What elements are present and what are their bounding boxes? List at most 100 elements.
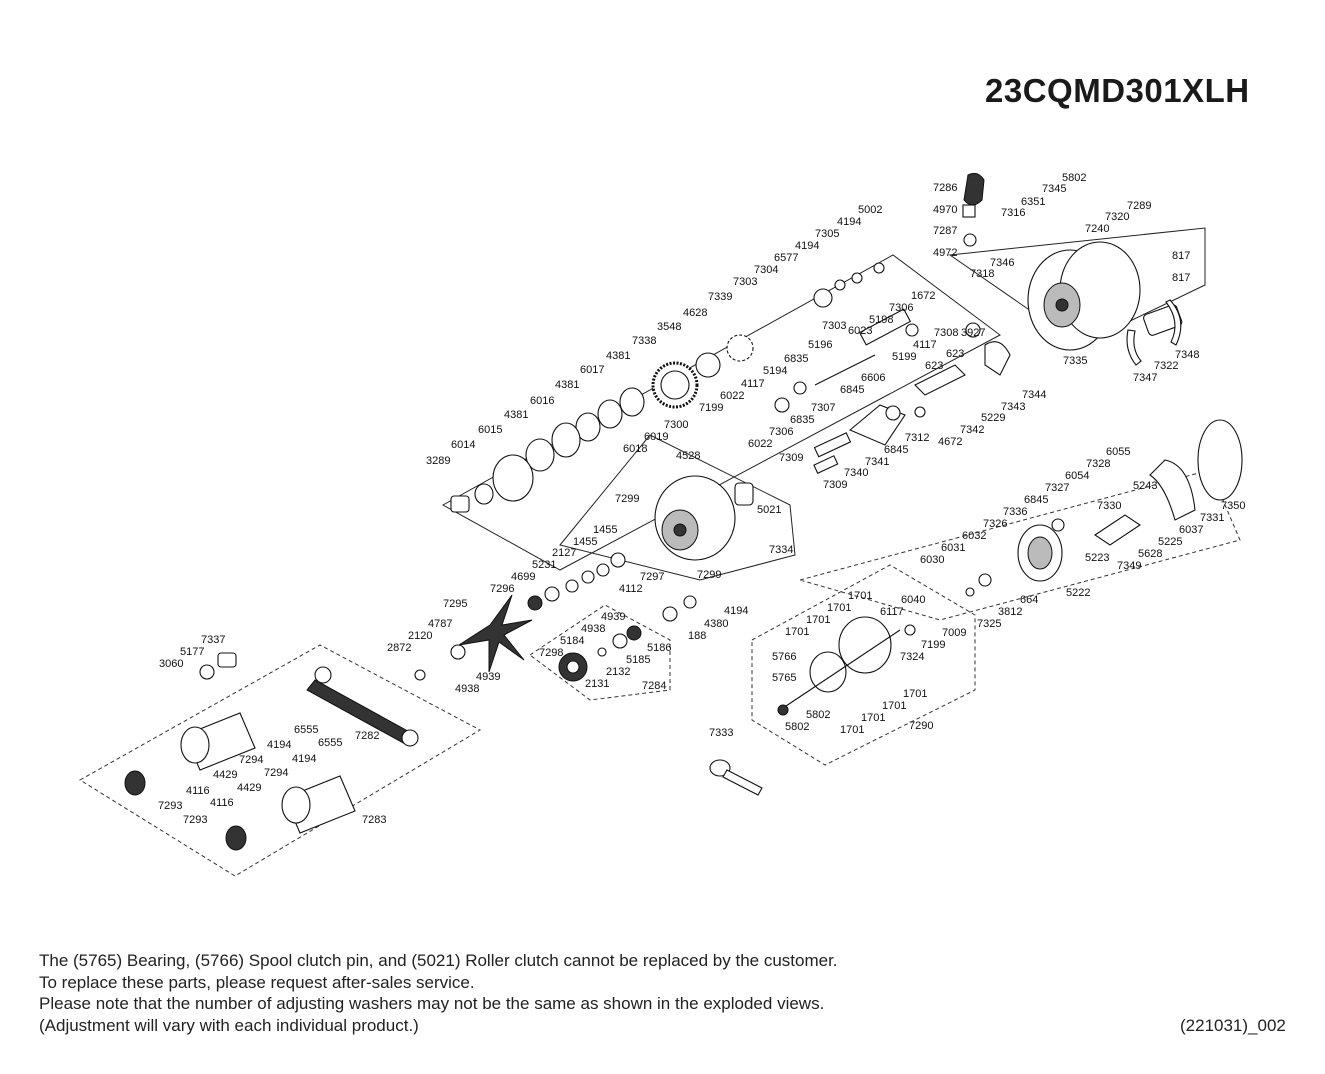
part-label: 4939 xyxy=(476,671,500,683)
part-label: 1701 xyxy=(785,626,809,638)
part-label: 4970 xyxy=(933,204,957,216)
part-label: 7344 xyxy=(1022,389,1046,401)
part-label: 4194 xyxy=(267,739,291,751)
note-line: (Adjustment will vary with each individu… xyxy=(39,1015,419,1035)
part-label: 5199 xyxy=(892,351,916,363)
part-label: 4672 xyxy=(938,436,962,448)
part-label: 6845 xyxy=(840,384,864,396)
part-label: 7328 xyxy=(1086,458,1110,470)
part-label: 7293 xyxy=(158,800,182,812)
part-label: 4429 xyxy=(213,769,237,781)
part-label: 4972 xyxy=(933,247,957,259)
part-label: 6835 xyxy=(784,353,808,365)
part-labels: 7286 4970 7287 4972 5802 7345 6351 7316 … xyxy=(158,172,1245,826)
part-label: 6117 xyxy=(880,606,904,618)
part-label: 3812 xyxy=(998,606,1022,618)
part-label: 6022 xyxy=(720,390,744,402)
part-label: 7347 xyxy=(1133,372,1157,384)
part-label: 7306 xyxy=(769,426,793,438)
part-label: 1701 xyxy=(882,700,906,712)
part-label: 4429 xyxy=(237,782,261,794)
part-label: 5766 xyxy=(772,651,796,663)
part-label: 5223 xyxy=(1085,552,1109,564)
part-label: 7295 xyxy=(443,598,467,610)
exploded-parts-diagram: 7286 4970 7287 4972 5802 7345 6351 7316 … xyxy=(79,172,1245,877)
part-label: 5194 xyxy=(763,365,787,377)
part-label: 5196 xyxy=(808,339,832,351)
part-label: 4787 xyxy=(428,618,452,630)
part-label: 5229 xyxy=(981,412,1005,424)
part-label: 7309 xyxy=(779,452,803,464)
part-label: 2127 xyxy=(552,547,576,559)
part-label: 4112 xyxy=(619,583,643,595)
part-label: 6054 xyxy=(1065,470,1089,482)
part-label: 817 xyxy=(1172,272,1190,284)
drag-washers xyxy=(813,262,885,308)
part-label: 4116 xyxy=(186,785,210,797)
part-label: 5186 xyxy=(647,642,671,654)
notes-block: The (5765) Bearing, (5766) Spool clutch … xyxy=(39,950,838,1036)
part-label: 6014 xyxy=(451,439,475,451)
part-label: 7199 xyxy=(921,639,945,651)
part-label: 5177 xyxy=(180,646,204,658)
part-label: 7335 xyxy=(1063,355,1087,367)
part-label: 4699 xyxy=(511,571,535,583)
part-label: 4117 xyxy=(913,339,937,351)
part-label: 6040 xyxy=(901,594,925,606)
part-label: 4381 xyxy=(555,379,579,391)
part-label: 5002 xyxy=(858,204,882,216)
part-label: 6022 xyxy=(748,438,772,450)
part-label: 4628 xyxy=(683,307,707,319)
part-label: 7284 xyxy=(642,680,666,692)
part-label: 4117 xyxy=(741,378,765,390)
document-code: (221031)_002 xyxy=(1180,1016,1286,1035)
part-label: 7340 xyxy=(844,467,868,479)
part-label: 7325 xyxy=(977,618,1001,630)
part-label: 7324 xyxy=(900,651,924,663)
part-label: 7309 xyxy=(823,479,847,491)
part-label: 7333 xyxy=(709,727,733,739)
part-label: 2120 xyxy=(408,630,432,642)
part-label: 7306 xyxy=(889,302,913,314)
part-label: 7327 xyxy=(1045,482,1069,494)
sideplate-group-outline xyxy=(798,469,1241,621)
part-label: 3927 xyxy=(961,327,985,339)
part-label: 4938 xyxy=(455,683,479,695)
bearing-stack xyxy=(527,552,697,622)
part-label: 6555 xyxy=(318,737,342,749)
part-label: 7304 xyxy=(754,264,778,276)
part-label: 7346 xyxy=(990,257,1014,269)
part-label: 7294 xyxy=(264,767,288,779)
part-label: 7348 xyxy=(1175,349,1199,361)
part-label: 4194 xyxy=(724,605,748,617)
part-label: 5243 xyxy=(1133,480,1157,492)
part-label: 6018 xyxy=(623,443,647,455)
part-label: 7339 xyxy=(708,291,732,303)
part-label: 6031 xyxy=(941,542,965,554)
part-label: 6845 xyxy=(884,444,908,456)
part-label: 6030 xyxy=(920,554,944,566)
part-label: 7337 xyxy=(201,634,225,646)
part-label: 7322 xyxy=(1154,360,1178,372)
clutch-cover-group-outline xyxy=(559,434,796,581)
part-label: 5198 xyxy=(869,314,893,326)
part-label: 5222 xyxy=(1066,587,1090,599)
parts-drawings xyxy=(124,172,1243,851)
part-label: 6017 xyxy=(580,364,604,376)
part-label: 7199 xyxy=(699,402,723,414)
part-label: 4381 xyxy=(504,409,528,421)
part-label: 5021 xyxy=(757,504,781,516)
part-label: 7293 xyxy=(183,814,207,826)
part-label: 7342 xyxy=(960,424,984,436)
part-label: 2872 xyxy=(387,642,411,654)
part-label: 7316 xyxy=(1001,207,1025,219)
part-label: 6555 xyxy=(294,724,318,736)
part-label: 6055 xyxy=(1106,446,1130,458)
part-label: 7296 xyxy=(490,583,514,595)
part-label: 7349 xyxy=(1117,560,1141,572)
star-drag-part xyxy=(962,172,985,247)
part-label: 7289 xyxy=(1127,200,1151,212)
part-label: 7341 xyxy=(865,456,889,468)
part-label: 6023 xyxy=(848,325,872,337)
part-label: 7282 xyxy=(355,730,379,742)
